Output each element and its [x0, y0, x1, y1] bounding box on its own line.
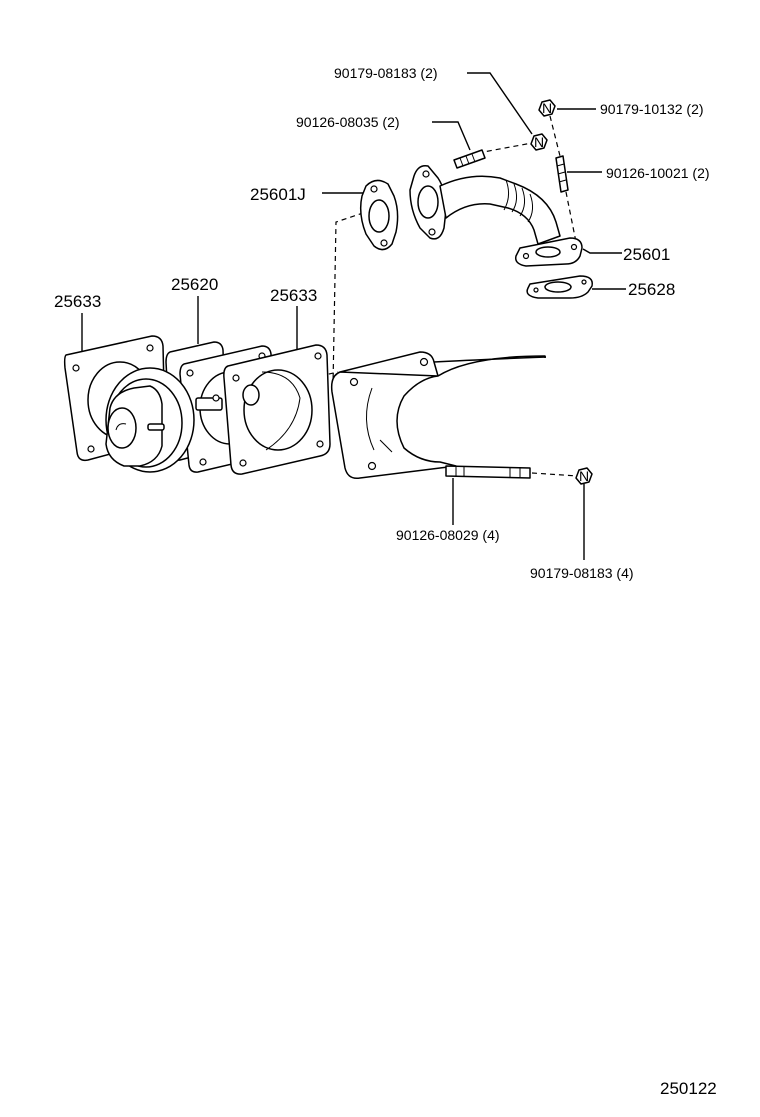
assembly-dashes: [319, 115, 579, 477]
label-nut-top-right: 90179-10132 (2): [600, 101, 704, 117]
label-stud-top-left: 90126-08035 (2): [296, 114, 400, 130]
intake-manifold: [330, 351, 547, 480]
gasket-pipe-25628: [526, 275, 593, 299]
catalog-number: 250122: [660, 1079, 717, 1098]
nut-marker: N: [542, 100, 552, 116]
gasket-small-25601j: [359, 179, 399, 251]
nut-marker: N: [579, 468, 589, 484]
part-labels: 90179-08183 (2) 90126-08035 (2) 90179-10…: [54, 65, 717, 1098]
egr-pipe-25601: [409, 164, 583, 267]
nut-marker: N: [534, 134, 544, 150]
label-gasket-left: 25633: [54, 292, 101, 311]
nut-top-right-icon: N: [538, 99, 556, 117]
gasket-right-25633: [223, 344, 331, 475]
label-gasket-right: 25633: [270, 286, 317, 305]
stud-bottom-icon: [445, 465, 531, 479]
leader-lines: [81, 72, 626, 560]
label-pipe: 25601: [623, 245, 670, 264]
label-gasket-pipe: 25628: [628, 280, 675, 299]
label-valve: 25620: [171, 275, 218, 294]
label-nut-top-left: 90179-08183 (2): [334, 65, 438, 81]
label-nut-bottom: 90179-08183 (4): [530, 565, 634, 581]
label-gasket-small: 25601J: [250, 185, 306, 204]
label-stud-bottom: 90126-08029 (4): [396, 527, 500, 543]
label-stud-top-right: 90126-10021 (2): [606, 165, 710, 181]
stud-top-left-icon: [453, 149, 486, 169]
nut-bottom-icon: N: [575, 467, 593, 485]
stud-top-right-icon: [555, 155, 569, 193]
nut-top-left-icon: N: [530, 133, 548, 151]
